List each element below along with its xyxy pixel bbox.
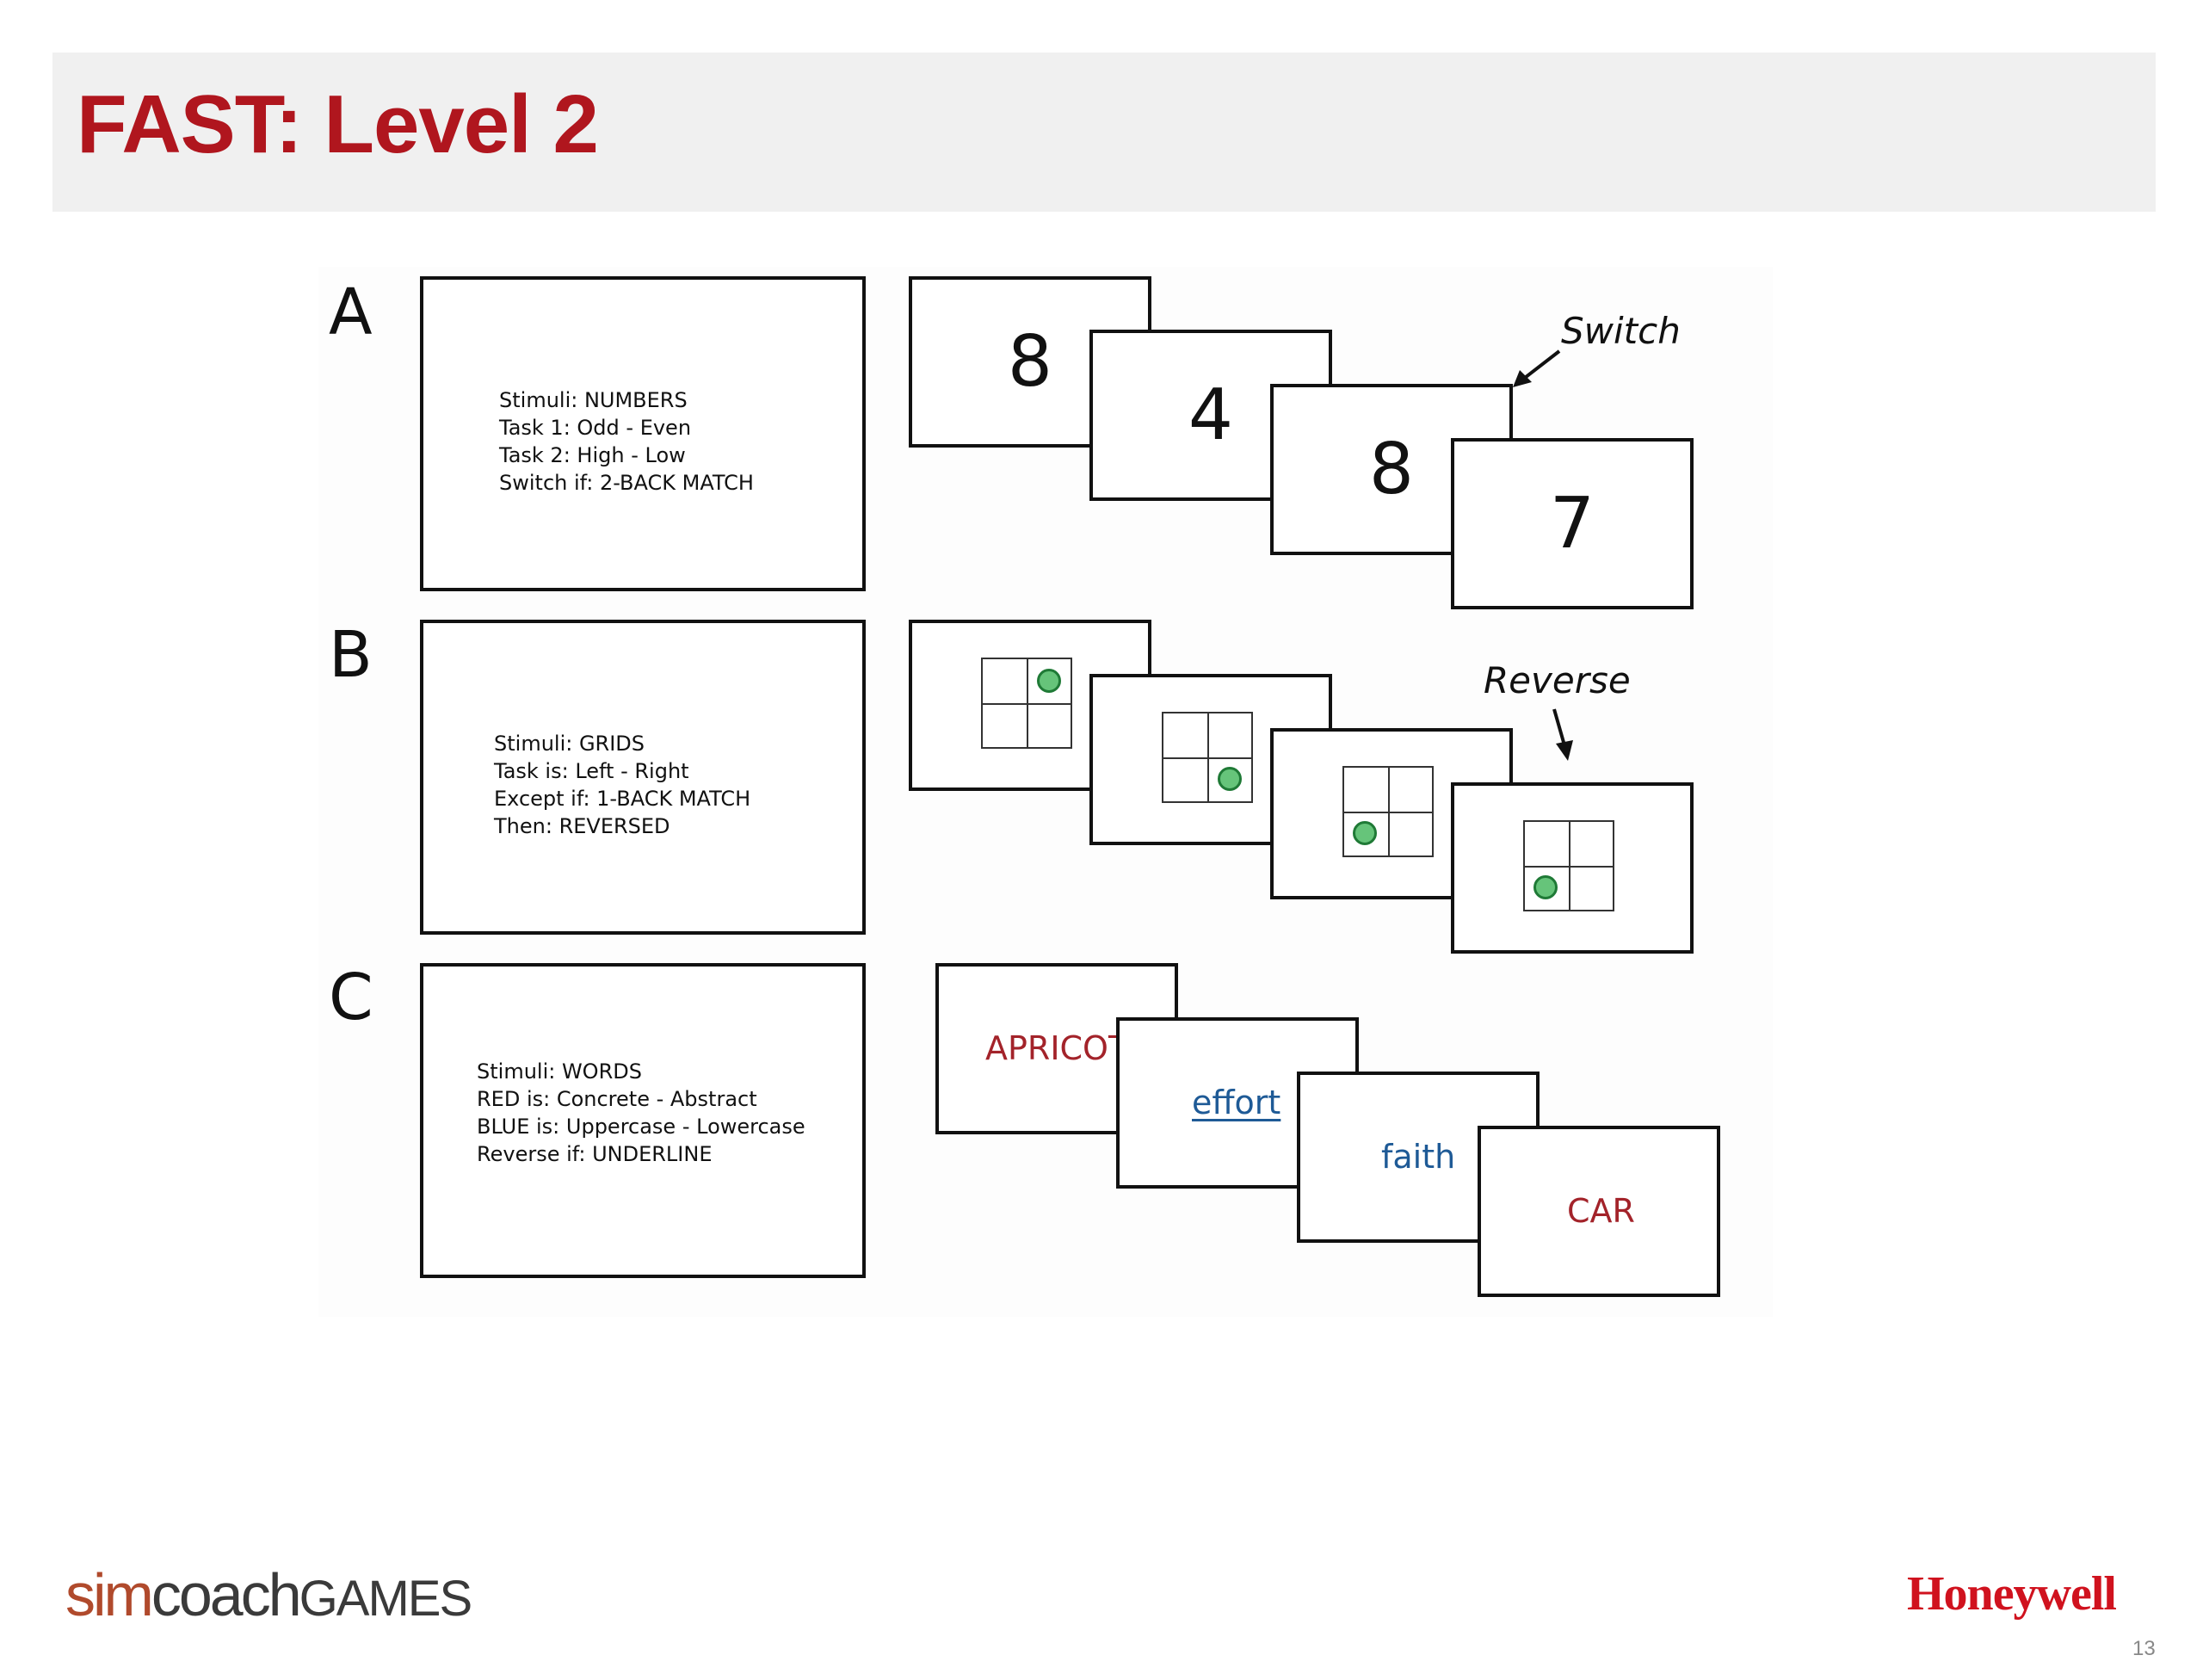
word-stimulus: APRICOT — [985, 1029, 1129, 1067]
logo-coach: coach — [151, 1561, 302, 1628]
grid-stimulus — [1523, 820, 1614, 911]
row-b-description: Stimuli: GRIDS Task is: Left - Right Exc… — [494, 730, 750, 840]
row-c-letter: C — [329, 960, 373, 1035]
description-line: Stimuli: GRIDS — [494, 732, 645, 756]
slide-title: FAST: Level 2 — [77, 78, 599, 170]
logo-sim: sim — [65, 1561, 154, 1628]
number-card-digit: 8 — [1368, 429, 1415, 510]
grid-dot — [1533, 875, 1558, 899]
description-line: Stimuli: NUMBERS — [499, 388, 688, 412]
row-b-letter: B — [329, 618, 373, 692]
switch-annotation: Switch — [1561, 310, 1681, 352]
word-stimulus: faith — [1381, 1138, 1456, 1176]
row-a-letter: A — [329, 275, 373, 349]
grid-stimulus — [981, 658, 1072, 749]
row-a-description: Stimuli: NUMBERS Task 1: Odd - Even Task… — [499, 386, 754, 497]
description-line: RED is: Concrete - Abstract — [477, 1087, 757, 1111]
description-line: Then: REVERSED — [494, 814, 670, 838]
description-line: Stimuli: WORDS — [477, 1059, 642, 1084]
description-line: Except if: 1-BACK MATCH — [494, 787, 751, 811]
grid-dot — [1353, 821, 1377, 845]
grid-stimulus — [1342, 766, 1434, 857]
description-line: Task is: Left - Right — [494, 759, 689, 783]
task-figure: A Stimuli: NUMBERS Task 1: Odd - Even Ta… — [318, 267, 1773, 1317]
row-c-description: Stimuli: WORDS RED is: Concrete - Abstra… — [477, 1058, 805, 1168]
description-line: BLUE is: Uppercase - Lowercase — [477, 1115, 805, 1139]
grid-dot — [1218, 767, 1242, 791]
logo-games: GAMES — [299, 1571, 472, 1627]
number-card-4: 7 — [1451, 438, 1694, 609]
grid-card-1 — [909, 620, 1151, 791]
word-card-4: CAR — [1478, 1126, 1720, 1297]
word-stimulus: CAR — [1567, 1192, 1635, 1230]
description-line: Switch if: 2-BACK MATCH — [499, 471, 754, 495]
simcoach-games-logo: simcoachGAMES — [65, 1565, 472, 1627]
number-card-digit: 8 — [1007, 321, 1053, 403]
number-card-digit: 4 — [1188, 374, 1234, 456]
description-line: Task 1: Odd - Even — [499, 416, 692, 440]
row-a-description-box: Stimuli: NUMBERS Task 1: Odd - Even Task… — [420, 276, 866, 591]
switch-arrow-icon — [1513, 349, 1561, 387]
reverse-annotation: Reverse — [1484, 659, 1631, 701]
row-c-description-box: Stimuli: WORDS RED is: Concrete - Abstra… — [420, 963, 866, 1278]
grid-stimulus — [1162, 712, 1253, 803]
row-b-description-box: Stimuli: GRIDS Task is: Left - Right Exc… — [420, 620, 866, 935]
grid-dot — [1037, 669, 1061, 693]
title-bar: FAST: Level 2 — [52, 52, 2156, 212]
number-card-digit: 7 — [1549, 483, 1595, 565]
reverse-arrow-icon — [1552, 708, 1573, 761]
description-line: Task 2: High - Low — [499, 443, 686, 467]
word-stimulus: effort — [1192, 1084, 1281, 1121]
honeywell-logo: Honeywell — [1907, 1567, 2117, 1621]
grid-card-4 — [1451, 782, 1694, 954]
page-number: 13 — [2132, 1637, 2156, 1660]
description-line: Reverse if: UNDERLINE — [477, 1142, 713, 1166]
